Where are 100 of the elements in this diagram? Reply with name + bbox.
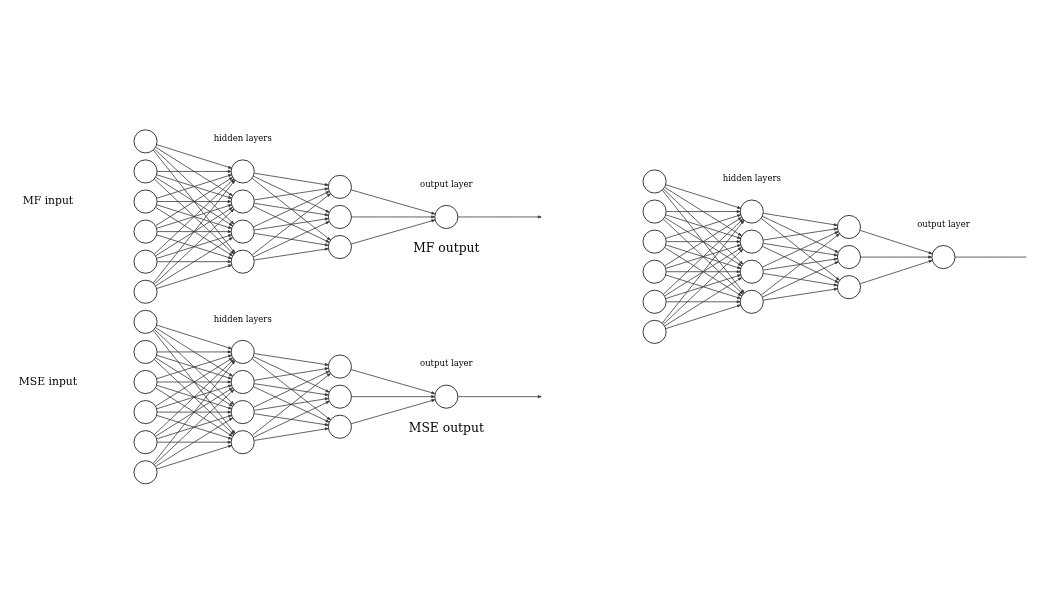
arrow xyxy=(252,175,330,213)
arrow xyxy=(760,218,840,281)
arrow xyxy=(350,219,435,245)
arrow xyxy=(156,384,232,410)
arrow xyxy=(253,187,329,201)
arrow xyxy=(252,401,330,438)
arrow xyxy=(156,444,232,470)
arrow xyxy=(251,373,331,436)
label: hidden layers xyxy=(213,313,272,324)
arrow xyxy=(350,369,435,395)
arrow xyxy=(153,389,234,465)
arrow xyxy=(252,191,330,228)
arrow xyxy=(859,260,933,285)
arrow xyxy=(662,248,743,325)
arrow xyxy=(760,233,840,296)
arrow xyxy=(859,230,933,255)
node-circle xyxy=(133,219,157,244)
arrow xyxy=(457,215,542,219)
arrow xyxy=(761,261,839,298)
arrow xyxy=(762,273,838,287)
arrow xyxy=(153,208,234,285)
node-circle xyxy=(133,309,157,334)
arrow xyxy=(252,205,330,243)
node-label: MF output xyxy=(412,241,479,256)
node-circle xyxy=(133,460,157,485)
arrow xyxy=(156,234,232,259)
arrow xyxy=(156,324,232,350)
arrow xyxy=(156,350,231,354)
arrow xyxy=(761,245,839,283)
arrow xyxy=(761,231,839,268)
arrow xyxy=(762,287,838,301)
arrow xyxy=(253,353,329,366)
arrow xyxy=(665,270,741,274)
arrow xyxy=(661,189,744,294)
node-circle xyxy=(931,245,955,269)
arrow xyxy=(665,240,741,244)
arrow xyxy=(156,230,231,234)
arrow xyxy=(662,188,743,265)
arrow xyxy=(665,184,741,209)
arrow xyxy=(664,187,742,237)
arrow xyxy=(153,148,234,225)
arrow xyxy=(859,255,932,259)
node-circle xyxy=(133,340,157,364)
label: output layer xyxy=(419,358,473,369)
arrow xyxy=(253,233,329,247)
label: output layer xyxy=(916,218,970,229)
label: output layer xyxy=(419,178,473,189)
node-label: MSE output xyxy=(408,421,484,435)
arrow xyxy=(665,214,741,239)
label: hidden layers xyxy=(722,173,781,184)
arrow xyxy=(153,329,234,405)
arrow xyxy=(253,247,329,261)
arrow xyxy=(156,174,232,199)
arrow xyxy=(154,207,233,257)
arrow xyxy=(156,440,231,444)
node-circle xyxy=(133,159,157,184)
arrow xyxy=(762,227,838,241)
arrow xyxy=(253,413,329,427)
arrow xyxy=(253,367,329,381)
arrow xyxy=(251,178,331,241)
arrow xyxy=(156,170,231,173)
node-circle xyxy=(133,400,157,425)
node-circle xyxy=(133,129,157,154)
connector xyxy=(954,256,1027,258)
node-circle xyxy=(133,430,157,455)
node-circle xyxy=(642,319,667,344)
arrow xyxy=(762,212,838,227)
arrow xyxy=(253,397,329,411)
arrow xyxy=(152,149,235,254)
arrow xyxy=(156,354,232,380)
arrow xyxy=(156,260,231,264)
arrow xyxy=(156,144,232,169)
arrow xyxy=(251,358,331,421)
arrow xyxy=(154,357,233,407)
node-circle xyxy=(433,384,458,409)
node-circle xyxy=(642,199,667,224)
arrow xyxy=(350,189,435,215)
arrow xyxy=(661,220,744,324)
arrow xyxy=(156,200,231,203)
arrow xyxy=(762,257,838,271)
node-circle xyxy=(133,189,157,214)
arrow xyxy=(153,178,234,255)
arrow xyxy=(154,327,233,377)
arrow xyxy=(252,356,330,393)
arrow xyxy=(457,395,542,399)
arrow xyxy=(350,215,435,219)
arrow xyxy=(156,410,231,414)
node-circle xyxy=(642,229,667,254)
label: MSE input xyxy=(18,374,77,388)
arrow xyxy=(156,204,232,229)
arrow xyxy=(252,221,330,258)
arrow xyxy=(154,387,233,437)
arrow xyxy=(154,237,233,287)
arrow xyxy=(152,179,235,284)
arrow xyxy=(664,247,742,297)
node-circle xyxy=(433,205,458,229)
arrow xyxy=(253,383,329,396)
arrow xyxy=(251,193,331,256)
arrow xyxy=(350,399,435,425)
arrow xyxy=(152,330,235,434)
